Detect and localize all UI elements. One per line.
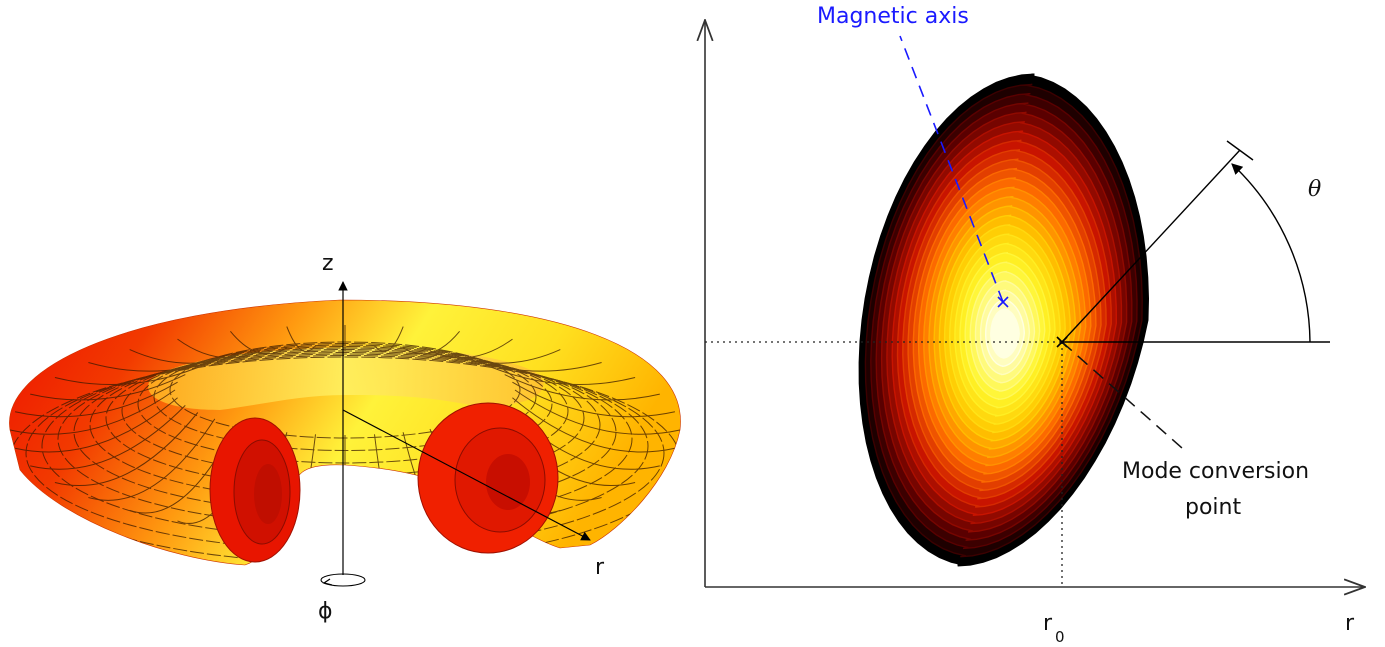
- mesh-meridian: [88, 360, 215, 372]
- r0-label: r 0: [1043, 611, 1065, 646]
- phi-label: ϕ: [318, 599, 333, 624]
- mesh-meridian: [514, 389, 681, 435]
- torus-cut-right: [417, 402, 559, 554]
- mesh-meridian: [475, 360, 602, 372]
- mesh-meridian: [14, 397, 178, 453]
- r-axis-label: r: [595, 555, 605, 580]
- flux-surface-contours: [858, 73, 1150, 567]
- mesh-meridian: [512, 397, 676, 453]
- theta-angled-ray: [1061, 149, 1241, 343]
- z-axis-label: z: [322, 251, 334, 276]
- torus-hole: [148, 347, 544, 410]
- mesh-meridian: [512, 381, 676, 418]
- torus-diagram: z r ϕ: [9, 251, 681, 624]
- mesh-meridian: [429, 338, 513, 359]
- mesh-meridian: [177, 338, 261, 359]
- mesh-meridian: [454, 349, 561, 364]
- torus-cut-left: [209, 417, 301, 563]
- svg-text:0: 0: [1055, 628, 1065, 646]
- mesh-meridian: [230, 330, 288, 355]
- magnetic-axis-pointer: [899, 35, 1004, 303]
- phi-rotation-icon: [320, 573, 366, 587]
- mesh-meridian: [504, 374, 660, 401]
- plasma-boundary: [858, 73, 1150, 567]
- r-axis-label-right: r: [1345, 611, 1355, 636]
- mode-conversion-label-line2: point: [1185, 495, 1241, 520]
- mesh-meridian: [374, 326, 404, 352]
- mode-conversion-label: Mode conversion: [1122, 459, 1309, 484]
- mesh-meridian: [14, 381, 178, 418]
- r-axis: [342, 409, 591, 541]
- magnetic-axis-marker: [997, 296, 1009, 308]
- mesh-meridian: [54, 367, 198, 386]
- mesh-meridian: [54, 412, 199, 486]
- torus-mesh-lines: [9, 325, 681, 564]
- mesh-meridian: [9, 389, 176, 435]
- cross-section-diagram: r r 0 Magnetic axis Mode conversion poin…: [705, 4, 1365, 646]
- mesh-meridian: [492, 367, 636, 386]
- mode-conversion-pointer: [1061, 341, 1183, 449]
- mesh-meridian: [30, 374, 186, 401]
- theta-label: θ: [1308, 177, 1321, 202]
- contour-ring: [990, 308, 1020, 359]
- mesh-meridian: [286, 326, 316, 352]
- theta-ray-tick: [1226, 140, 1254, 161]
- mesh-meridian: [88, 418, 216, 501]
- magnetic-axis-label: Magnetic axis: [817, 4, 969, 29]
- mesh-meridian: [129, 349, 236, 364]
- svg-text:r: r: [1043, 611, 1053, 636]
- mesh-meridian: [402, 330, 460, 355]
- mesh-meridian: [30, 405, 186, 470]
- theta-arc: [1231, 163, 1311, 343]
